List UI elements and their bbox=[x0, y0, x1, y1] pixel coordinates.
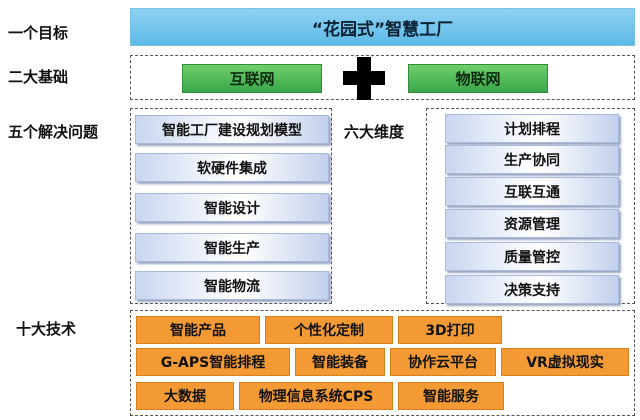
goal-bar: “花园式”智慧工厂 bbox=[130, 8, 635, 46]
problem-item: 智能设计 bbox=[135, 193, 329, 222]
tech-item: G-APS智能排程 bbox=[136, 348, 290, 376]
tech-item: 智能装备 bbox=[295, 348, 385, 376]
dimension-item: 互联互通 bbox=[445, 177, 619, 206]
tech-item: 智能产品 bbox=[136, 316, 260, 344]
problem-item: 软硬件集成 bbox=[135, 153, 329, 182]
label-foundation: 二大基础 bbox=[8, 68, 69, 86]
problem-item: 智能生产 bbox=[135, 233, 329, 262]
foundation-iot: 物联网 bbox=[408, 64, 548, 93]
tech-item: VR虚拟现实 bbox=[501, 348, 629, 376]
foundation-internet: 互联网 bbox=[182, 64, 322, 93]
label-dimensions: 六大维度 bbox=[344, 123, 405, 141]
label-tech: 十大技术 bbox=[16, 320, 77, 338]
dimension-item: 计划排程 bbox=[445, 114, 619, 143]
dimension-item: 资源管理 bbox=[445, 209, 619, 238]
label-goal: 一个目标 bbox=[8, 24, 69, 42]
label-problems: 五个解决问题 bbox=[8, 123, 99, 141]
tech-item: 个性化定制 bbox=[265, 316, 393, 344]
problem-item: 智能工厂建设规划模型 bbox=[135, 115, 329, 144]
tech-item: 3D打印 bbox=[398, 316, 502, 344]
tech-item: 智能服务 bbox=[398, 382, 504, 410]
tech-item: 协作云平台 bbox=[390, 348, 496, 376]
plus-icon-bar bbox=[343, 71, 385, 85]
tech-item: 大数据 bbox=[136, 382, 234, 410]
dimension-item: 质量管控 bbox=[445, 242, 619, 271]
problem-item: 智能物流 bbox=[135, 271, 329, 300]
dimension-item: 生产协同 bbox=[445, 145, 619, 174]
tech-item: 物理信息系统CPS bbox=[239, 382, 393, 410]
dimension-item: 决策支持 bbox=[445, 275, 619, 304]
